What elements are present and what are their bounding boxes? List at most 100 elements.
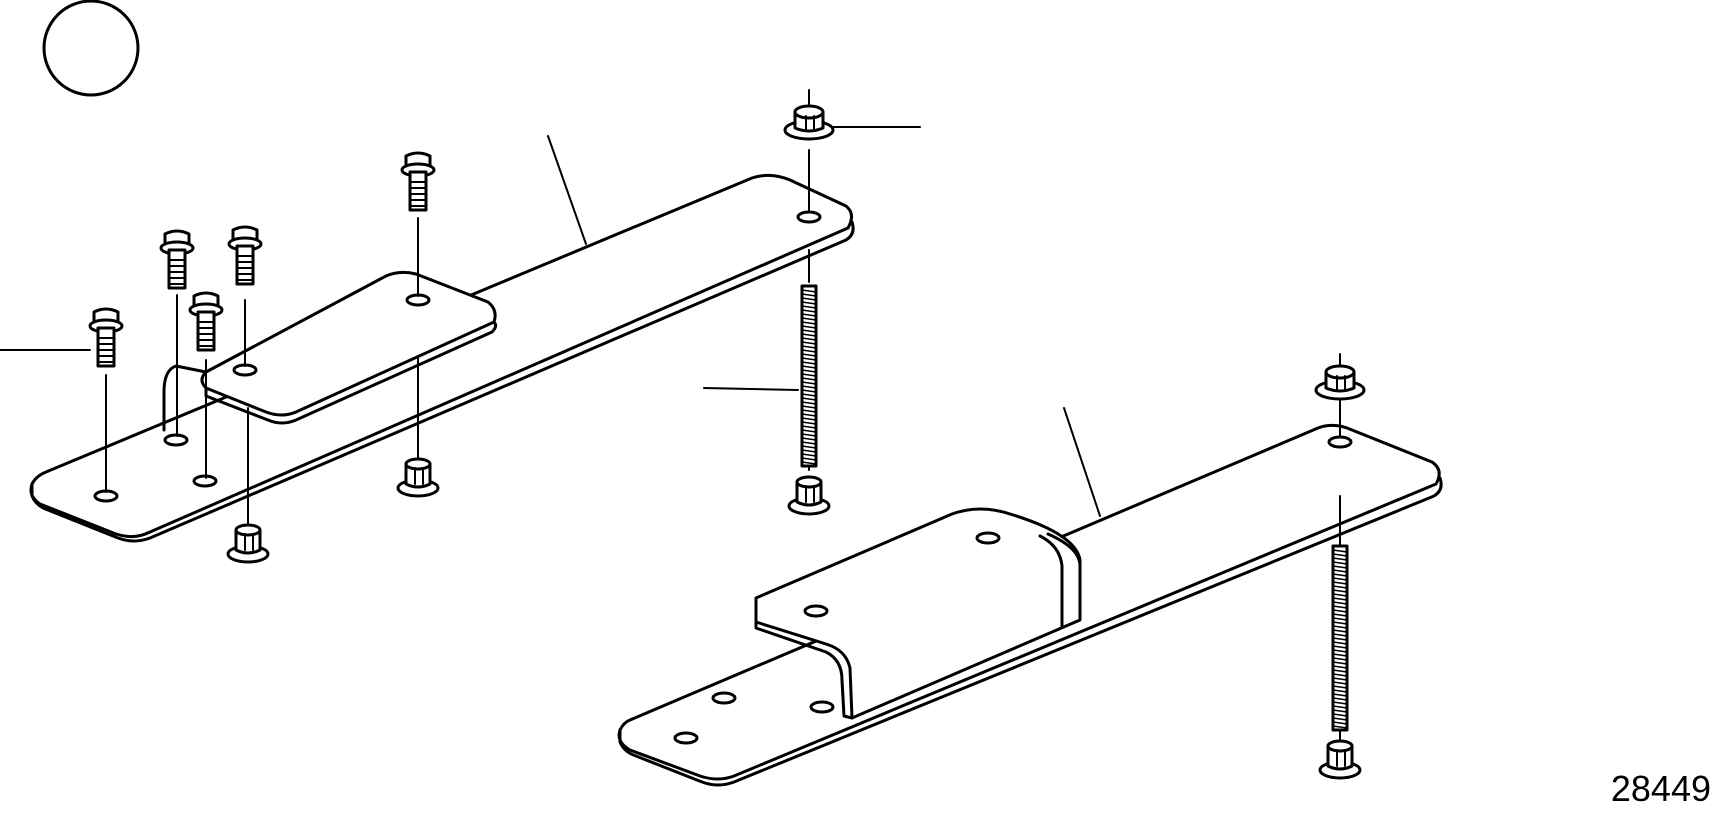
thread-mark: [801, 329, 817, 333]
thread-mark: [801, 381, 817, 385]
thread-mark: [801, 405, 817, 409]
thread-mark: [1332, 589, 1348, 593]
thread-mark: [801, 393, 817, 397]
thread-mark: [801, 385, 817, 389]
thread-mark: [801, 421, 817, 425]
thread-mark: [801, 365, 817, 369]
thread-mark: [1332, 689, 1348, 693]
bolt-3: [227, 225, 263, 286]
thread-mark: [801, 349, 817, 353]
thread-mark: [1332, 593, 1348, 597]
thread-mark: [1332, 569, 1348, 573]
thread-mark: [1332, 557, 1348, 561]
thread-mark: [1332, 677, 1348, 681]
thread-mark: [1332, 577, 1348, 581]
thread-mark: [1332, 725, 1348, 729]
thread-mark: [1332, 549, 1348, 553]
thread-mark: [1332, 605, 1348, 609]
right-raised-bracket: [754, 507, 1082, 720]
thread-mark: [1332, 665, 1348, 669]
thread-mark: [801, 325, 817, 329]
thread-mark: [1332, 697, 1348, 701]
thread-mark: [801, 409, 817, 413]
thread-mark: [1332, 613, 1348, 617]
thread-mark: [1332, 553, 1348, 557]
thread-mark: [801, 297, 817, 301]
thread-mark: [801, 317, 817, 321]
thread-mark: [1332, 681, 1348, 685]
thread-mark: [1332, 705, 1348, 709]
thread-mark: [801, 389, 817, 393]
thread-mark: [801, 373, 817, 377]
thread-mark: [1332, 721, 1348, 725]
thread-mark: [1332, 693, 1348, 697]
thread-mark: [1332, 565, 1348, 569]
right-bracket-assembly: [617, 353, 1443, 787]
bolt-2: [159, 229, 195, 290]
thread-mark: [1332, 617, 1348, 621]
flange-nut-4: [1318, 739, 1362, 780]
thread-mark: [801, 369, 817, 373]
thread-mark: [801, 437, 817, 441]
thread-mark: [801, 425, 817, 429]
top-nut-left: [783, 89, 835, 141]
thread-mark: [801, 457, 817, 461]
flange-nut-3: [787, 475, 831, 516]
callout-circle: [42, 0, 140, 97]
flange-nut-1: [396, 457, 440, 498]
thread-mark: [801, 313, 817, 317]
thread-mark: [1332, 673, 1348, 677]
thread-mark: [801, 445, 817, 449]
top-nut-right: [1314, 353, 1366, 401]
thread-mark: [801, 461, 817, 465]
flange-nut-2: [226, 523, 270, 564]
thread-mark: [1332, 601, 1348, 605]
thread-mark: [1332, 609, 1348, 613]
thread-mark: [801, 345, 817, 349]
thread-mark: [1332, 649, 1348, 653]
thread-mark: [801, 321, 817, 325]
thread-mark: [801, 309, 817, 313]
thread-mark: [1332, 641, 1348, 645]
thread-mark: [801, 305, 817, 309]
thread-mark: [801, 289, 817, 293]
thread-mark: [1332, 713, 1348, 717]
thread-mark: [1332, 637, 1348, 641]
thread-mark: [801, 293, 817, 297]
thread-mark: [801, 453, 817, 457]
thread-mark: [1332, 645, 1348, 649]
thread-mark: [1332, 701, 1348, 705]
thread-mark: [801, 301, 817, 305]
thread-mark: [1332, 581, 1348, 585]
thread-mark: [801, 433, 817, 437]
thread-mark: [801, 401, 817, 405]
thread-mark: [801, 413, 817, 417]
thread-mark: [801, 357, 817, 361]
thread-mark: [801, 337, 817, 341]
thread-mark: [1332, 717, 1348, 721]
thread-mark: [1332, 597, 1348, 601]
figure-number: 28449: [1610, 768, 1711, 809]
bolt-5: [400, 151, 436, 212]
thread-mark: [801, 441, 817, 445]
thread-mark: [1332, 661, 1348, 665]
thread-mark: [1332, 629, 1348, 633]
thread-mark: [1332, 685, 1348, 689]
thread-mark: [1332, 625, 1348, 629]
thread-mark: [801, 449, 817, 453]
thread-mark: [801, 377, 817, 381]
thread-mark: [1332, 669, 1348, 673]
thread-mark: [1332, 653, 1348, 657]
thread-mark: [1332, 585, 1348, 589]
thread-mark: [801, 417, 817, 421]
thread-mark: [801, 353, 817, 357]
thread-mark: [801, 361, 817, 365]
thread-mark: [1332, 633, 1348, 637]
thread-mark: [1332, 561, 1348, 565]
bolt-1: [88, 307, 124, 368]
thread-mark: [1332, 657, 1348, 661]
thread-mark: [801, 397, 817, 401]
left-bracket-assembly: [0, 89, 921, 564]
thread-mark: [1332, 621, 1348, 625]
